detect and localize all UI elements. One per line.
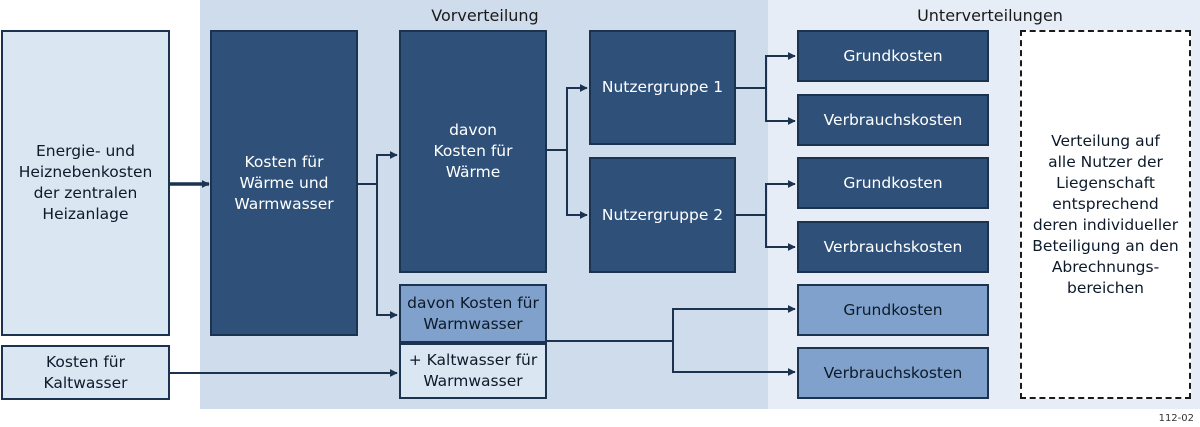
energie-heiznebenkosten-box: Energie- und Heiznebenkosten der zentral… bbox=[1, 30, 170, 336]
grundkosten-2-box: Grundkosten bbox=[797, 157, 989, 209]
grundkosten-1-box: Grundkosten bbox=[797, 30, 989, 82]
davon-kosten-waerme-box: davon Kosten für Wärme bbox=[399, 30, 547, 273]
verteilung-nutzer-box: Verteilung auf alle Nutzer der Liegensch… bbox=[1020, 30, 1191, 399]
figure-number: 112-02 bbox=[1158, 413, 1194, 424]
kaltwasser-fuer-warmwasser-box: + Kaltwasser für Warmwasser bbox=[399, 343, 547, 399]
davon-kosten-warmwasser-box: davon Kosten für Warmwasser bbox=[399, 284, 547, 343]
nutzergruppe-2-box: Nutzergruppe 2 bbox=[589, 157, 736, 273]
verbrauchskosten-2-box: Verbrauchskosten bbox=[797, 221, 989, 273]
arrow-ng2-split bbox=[736, 183, 795, 248]
arrow-warmwasser-split bbox=[547, 308, 795, 373]
arrow-waerme-to-nutzergruppen bbox=[547, 87, 587, 216]
unterverteilungen-header: Unterverteilungen bbox=[917, 6, 1063, 25]
verbrauchskosten-3-box: Verbrauchskosten bbox=[797, 347, 989, 399]
arrow-kosten-split bbox=[358, 154, 397, 316]
kaltwasser-kosten-box: Kosten für Kaltwasser bbox=[1, 345, 170, 400]
vorverteilung-header: Vorverteilung bbox=[431, 6, 539, 25]
arrow-ng1-split bbox=[736, 55, 795, 122]
grundkosten-3-box: Grundkosten bbox=[797, 284, 989, 336]
nutzergruppe-1-box: Nutzergruppe 1 bbox=[589, 30, 736, 145]
verbrauchskosten-1-box: Verbrauchskosten bbox=[797, 94, 989, 146]
kosten-waerme-warmwasser-box: Kosten für Wärme und Warmwasser bbox=[210, 30, 358, 336]
